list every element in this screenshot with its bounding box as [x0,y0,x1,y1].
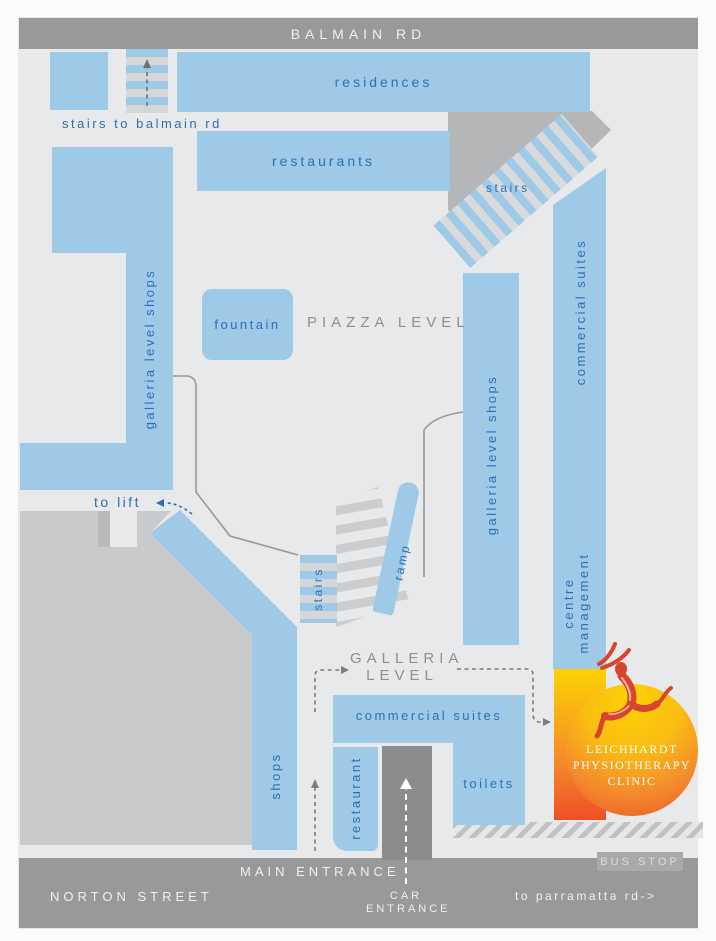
car-entrance-arrowhead [400,778,412,789]
main-entrance-arrowhead [311,779,319,788]
restaurants-block: restaurants [197,131,450,191]
galleria-arrow-right [457,668,543,723]
galleria-shops-west-arm [20,443,173,490]
residences-label: residences [334,74,433,90]
norton-street-road [19,858,698,928]
commercial-suites-strip-shape [553,168,606,669]
upper-stairs-label: stairs [486,181,530,195]
galleria-shops-mid-strip [463,273,519,645]
car-entrance-label: CAR ENTRANCE [366,890,451,915]
galleria-stairs [300,555,337,623]
galleria-level-label: GALLERIA LEVEL [350,650,464,684]
to-lift-label: to lift [94,494,142,510]
restaurants-label: restaurants [271,153,376,169]
fountain-label: fountain [214,317,281,332]
residences-block: residences [177,52,590,112]
bus-stop-badge: BUS STOP [597,852,683,871]
balmain-stairs-arrowhead [143,59,151,68]
hatch-band [453,822,703,838]
gray-building [20,511,252,845]
fountain-block: fountain [202,289,293,360]
clinic-name-line2: PHYSIOTHERAPY [572,758,692,772]
galleria-shops-west-label: galleria level shops [141,268,157,430]
west-corner-block [50,52,108,110]
to-lift-arrow [165,502,193,515]
shops-band [150,510,297,850]
to-lift-arrowhead [156,499,164,507]
restaurant-label: restaurant [347,756,363,840]
main-entrance-label: MAIN ENTRANCE [240,864,400,879]
walk-path-west [173,375,299,556]
galleria-shops-west-strip [126,253,173,443]
restaurant-block [333,747,378,851]
galleria-arrowhead-left [341,666,349,674]
clinic-name-line3: CLINIC [607,774,657,788]
balmain-road-label: BALMAIN RD [290,25,427,42]
to-parramatta-label: to parramatta rd-> [515,889,657,903]
commercial-suites-block-label: commercial suites [355,708,503,723]
norton-street-label: NORTON STREET [50,889,213,904]
gray-building-notch [98,511,110,547]
stairs-to-balmain-label: stairs to balmain rd [62,116,222,131]
piazza-level-label: PIAZZA LEVEL [307,314,470,331]
clinic-name-line1: LEICHHARDT [586,742,678,756]
galleria-arrow-left [314,669,341,712]
galleria-shops-mid-label: galleria level shops [483,374,499,536]
shops-label: shops [267,752,283,800]
galleria-shops-west-top [52,147,173,253]
centre-management-label: centre management [561,552,591,654]
toilets-label: toilets [463,776,515,791]
galleria-arrowhead-right [543,718,551,726]
walk-path-mid [423,411,464,577]
balmain-road: BALMAIN RD [19,18,698,49]
commercial-suites-strip-label: commercial suites [572,238,588,386]
galleria-stairs-label: stairs [311,567,325,611]
leaping-figure-icon [594,642,673,739]
